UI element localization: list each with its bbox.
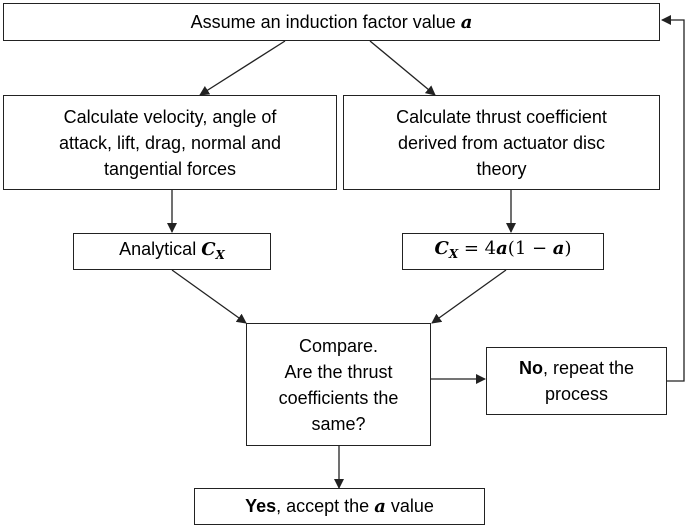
thrust-line-3: theory bbox=[476, 158, 527, 179]
yes-tail-text: value bbox=[385, 496, 434, 516]
compare-decision-box: Compare. Are the thrust coefficients the… bbox=[246, 323, 431, 446]
assume-induction-factor-box: Assume an induction factor value a bbox=[3, 3, 660, 41]
calculate-thrust-coefficient-box: Calculate thrust coefficient derived fro… bbox=[343, 95, 660, 190]
induction-factor-symbol: a bbox=[460, 11, 473, 33]
thrust-line-2: derived from actuator disc bbox=[397, 132, 606, 153]
compare-line-3: coefficients the bbox=[278, 387, 399, 408]
yes-a-symbol: a bbox=[374, 496, 386, 517]
formula-equals-four: = 4 bbox=[458, 238, 497, 259]
velocity-line-3: tangential forces bbox=[103, 158, 237, 179]
compare-line-1: Compare. bbox=[298, 335, 379, 356]
compare-line-4: same? bbox=[311, 413, 366, 434]
calculate-velocity-forces-box: Calculate velocity, angle of attack, lif… bbox=[3, 95, 337, 190]
formula-cx-symbol: CX bbox=[434, 238, 459, 261]
no-line-2: process bbox=[544, 384, 608, 404]
analytical-cx-box: Analytical CX bbox=[73, 233, 271, 270]
formula-a-2: a bbox=[552, 238, 565, 259]
yes-accept-box: Yes, accept the a value bbox=[194, 488, 485, 525]
arrow-formula-to-compare bbox=[431, 269, 507, 324]
arrow-no-feedback-loop bbox=[661, 15, 685, 382]
actuator-disc-formula-box: CX = 4a(1 − a) bbox=[402, 233, 604, 270]
formula-a-1: a bbox=[496, 238, 508, 259]
no-label: No bbox=[518, 358, 543, 378]
thrust-line-1: Calculate thrust coefficient bbox=[396, 106, 607, 127]
assume-text: Assume an induction factor value bbox=[190, 11, 461, 32]
velocity-line-2: attack, lift, drag, normal and bbox=[58, 132, 282, 153]
arrow-assume-to-velocity bbox=[199, 40, 286, 96]
arrow-analytical-to-compare bbox=[171, 269, 247, 324]
formula-paren-open: (1 − bbox=[507, 238, 553, 259]
yes-rest-text: , accept the bbox=[276, 496, 375, 516]
arrow-assume-to-thrust bbox=[369, 40, 436, 96]
velocity-line-1: Calculate velocity, angle of bbox=[63, 106, 277, 127]
cx-symbol: CX bbox=[201, 238, 225, 262]
compare-line-2: Are the thrust bbox=[284, 361, 393, 382]
analytical-label: Analytical bbox=[119, 238, 202, 259]
no-repeat-box: No, repeat the process bbox=[486, 347, 667, 415]
formula-paren-close: ) bbox=[564, 238, 572, 259]
yes-label: Yes bbox=[245, 496, 277, 516]
no-rest-text: , repeat the bbox=[542, 358, 635, 378]
